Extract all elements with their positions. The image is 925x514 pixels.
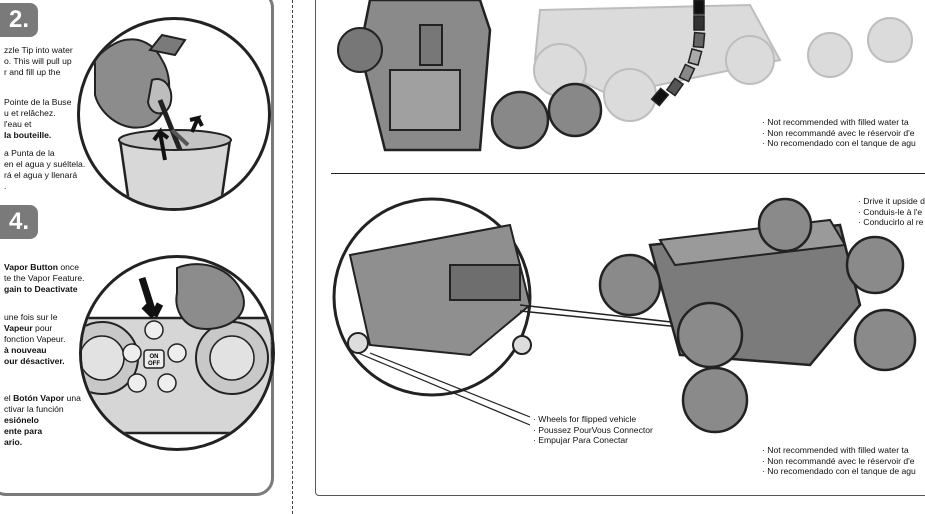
top-warning-notes: · Not recommended with filled water ta ·… [762,117,916,149]
page-divider [292,0,293,514]
text-span: el [4,393,14,403]
svg-text:OFF: OFF [148,361,160,367]
step-badge-4: 4. [0,205,38,239]
note-line: · No recomendado con el tanque de agu [762,138,916,148]
step-4-text-en: Vapor Button once te the Vapor Feature. … [4,262,94,295]
text-line: fonction Vapeur. [4,334,66,344]
text-bold: Vapeur [4,323,33,333]
text-line: en el agua y suéltela. [4,159,86,169]
hand-bottle-svg [94,33,232,208]
text-line: gain to Deactivate [4,284,78,294]
text-line: u et relâchez. [4,108,56,118]
text-line: l'eau et [4,119,32,129]
flipped-vehicle-illustration [332,197,917,434]
label-line: · Poussez PourVous Connector [533,424,653,435]
note-line: · Not recommended with filled water ta [762,445,909,455]
step-2-text-en: zzle Tip into water o. This will pull up… [4,45,82,78]
text-line: r and fill up the [4,67,61,77]
bottle-fill-illustration [77,17,271,211]
drive-upside-notes: · Drive it upside d · Conduis-le à l'e ·… [858,196,925,228]
text-line: Pointe de la Buse [4,97,72,107]
text-bold: Botón Vapor [13,393,65,403]
text-line: ario. [4,437,23,447]
step-4-text-es: el Botón Vapor una ctivar la función esi… [4,393,94,448]
wheels-label: · Wheels for flipped vehicle · Poussez P… [533,414,653,446]
note-line: · Conduis-le à l'e [858,206,923,217]
step-badge-2: 2. [0,3,38,37]
label-line: · Wheels for flipped vehicle [533,414,637,424]
text-bold: Vapor Button [4,262,58,272]
note-line: · Not recommended with filled water ta [762,117,909,127]
text-line: te the Vapor Feature. [4,273,85,283]
remote-illustration: ON OFF [79,255,275,451]
text-line: o. This will pull up [4,56,72,66]
text-line: a Punta de la [4,148,55,158]
text-line: esiónelo [4,415,39,425]
robot-transform-illustration [337,0,913,152]
remote-svg: ON OFF [82,263,272,435]
bottom-warning-notes: · Not recommended with filled water ta ·… [762,445,916,477]
step-2-text-fr: Pointe de la Buse u et relâchez. l'eau e… [4,97,84,141]
text-line: . [4,181,7,191]
text-line: rá el agua y llenará [4,170,78,180]
text-line: à nouveau [4,345,47,355]
step-2-text-es: a Punta de la en el agua y suéltela. rá … [4,148,86,192]
text-span: pour [32,323,53,333]
text-line: zzle Tip into water [4,45,73,55]
note-line: · Non recommandé avec le réservoir d'e [762,455,915,466]
on-off-label: ON [150,354,159,360]
step-number: 2. [8,6,29,33]
text-line: ctivar la función [4,404,64,414]
note-line: · Non recommandé avec le réservoir d'e [762,127,915,138]
text-line: ente para [4,426,43,436]
label-line: · Empujar Para Conectar [533,435,629,445]
text-span: una [64,393,81,403]
text-line: une fois sur le [4,312,58,322]
text-span: once [57,262,79,272]
note-line: · Conducirlo al re [858,217,924,227]
step-number: 4. [8,208,29,235]
text-line: la bouteille. [4,130,52,140]
text-line: our désactiver. [4,356,65,366]
note-line: · Drive it upside d [858,196,925,206]
section-divider [331,173,925,174]
note-line: · No recomendado con el tanque de agu [762,466,916,476]
step-4-text-fr: une fois sur le Vapeur pour fonction Vap… [4,312,94,367]
